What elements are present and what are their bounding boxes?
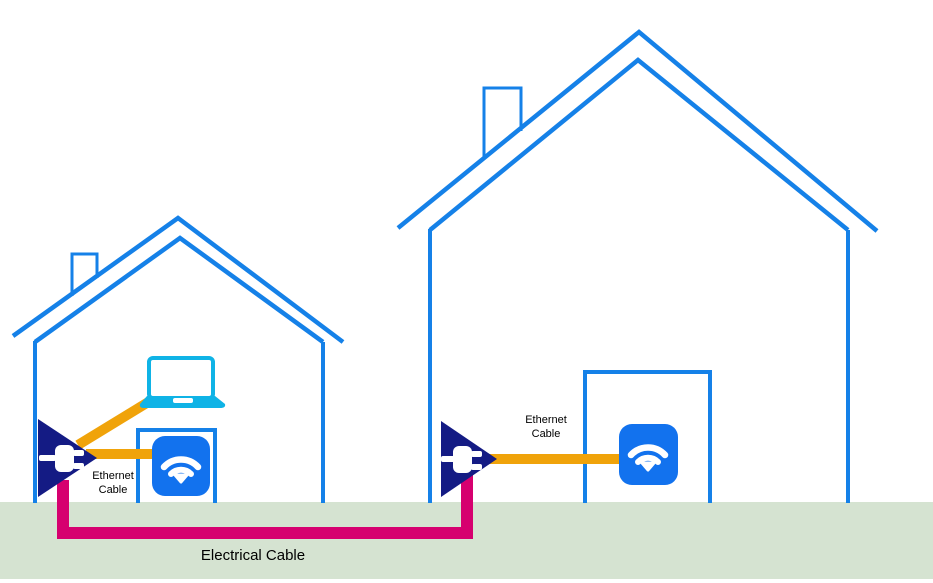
wifi-icon xyxy=(160,456,202,484)
right-house-chimney xyxy=(482,86,523,158)
laptop-notch xyxy=(173,398,193,403)
left-house-roof-inner xyxy=(33,235,325,344)
wifi-router-right-box xyxy=(619,424,678,485)
powerline-adapter-right xyxy=(441,421,497,497)
wifi-router-left-box xyxy=(152,436,210,496)
wifi-icon xyxy=(627,444,669,472)
laptop-screen xyxy=(147,356,215,400)
plug-icon xyxy=(39,445,84,472)
left-house-door xyxy=(136,428,217,503)
right-house-door xyxy=(583,370,712,503)
right-house-roof-outer xyxy=(396,29,879,233)
left-house-chimney xyxy=(70,252,99,296)
plug-icon xyxy=(441,446,482,473)
wifi-router-right xyxy=(619,424,678,485)
left-house xyxy=(11,215,345,503)
right-house xyxy=(396,29,879,503)
electrical-cable-line xyxy=(57,473,473,539)
laptop-icon xyxy=(139,356,226,408)
wifi-router-left xyxy=(152,436,210,496)
left-house-roof-outer xyxy=(11,215,345,344)
ethernet-cable-left-to-laptop xyxy=(75,396,153,450)
right-house-roof-inner xyxy=(428,57,850,232)
powerline-adapter-left xyxy=(38,419,97,497)
